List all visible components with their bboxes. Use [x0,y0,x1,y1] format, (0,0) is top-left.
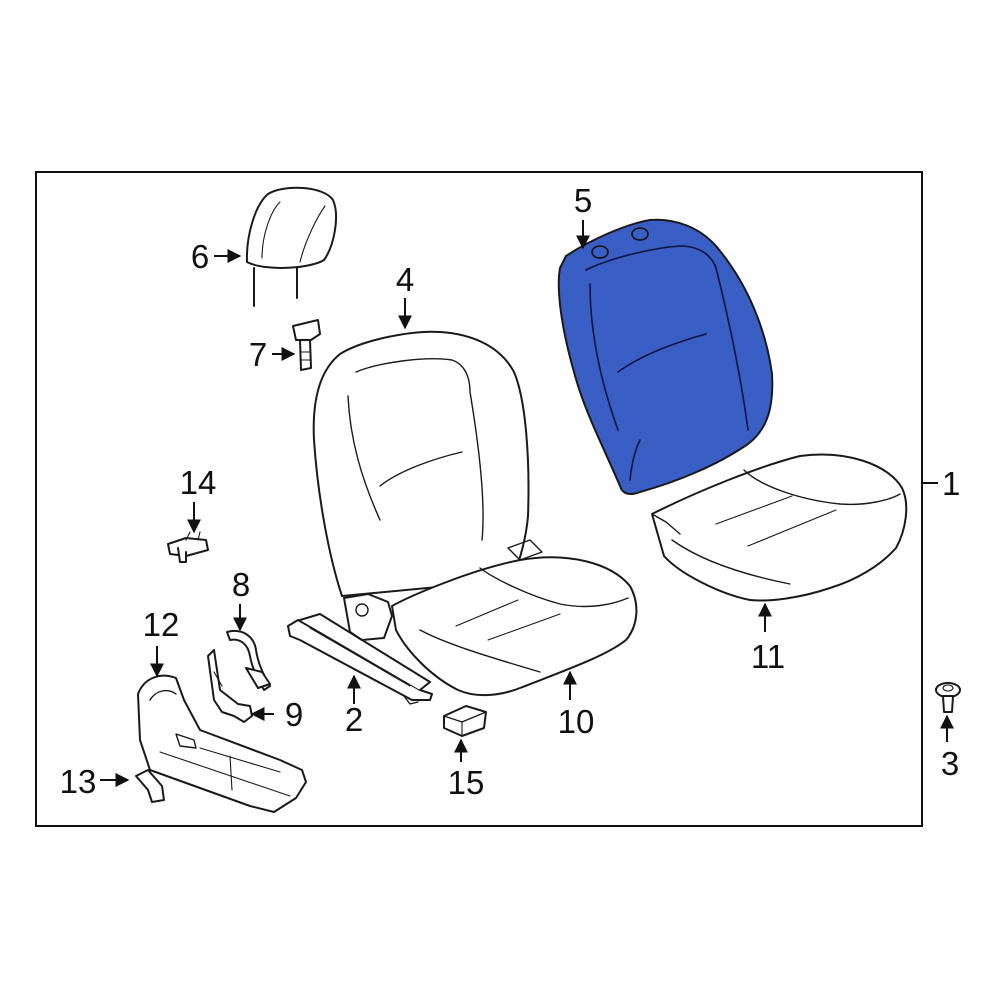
callout-labels: 1 2 3 4 5 6 7 8 9 10 11 12 13 14 15 [60,182,961,801]
callout-1: 1 [942,465,960,502]
callout-6: 6 [191,238,209,275]
cover-clip-part[interactable] [135,769,165,803]
seat-cushion-cover-part[interactable] [651,453,908,602]
callout-13: 13 [60,763,97,800]
callout-7: 7 [249,336,267,373]
callout-11: 11 [751,638,785,675]
seat-track-part[interactable] [287,593,433,705]
trim-bracket-part[interactable] [226,630,271,691]
headrest-hole-right [631,227,649,241]
callout-9: 9 [285,696,303,733]
callout-3: 3 [941,745,959,782]
callout-12: 12 [143,606,180,643]
headrest-part[interactable] [245,186,337,307]
clip-part[interactable] [167,531,209,563]
leader-lines [100,220,954,787]
seat-back-assembly-part[interactable] [312,330,530,597]
side-shield-part[interactable] [137,674,307,813]
control-module-part[interactable] [443,705,487,737]
callout-10: 10 [558,703,595,740]
seat-cushion-assembly-part[interactable] [391,539,638,697]
inner-trim-part[interactable] [207,649,253,723]
seat-back-cover-part[interactable] [557,218,774,495]
callout-8: 8 [232,566,250,603]
callout-4: 4 [396,261,414,298]
callout-15: 15 [448,764,485,801]
callout-5: 5 [574,182,592,219]
assembly-frame [35,171,923,827]
headrest-hole-left [591,245,609,259]
bolt-part[interactable] [935,682,961,713]
callout-14: 14 [180,464,217,501]
callout-2: 2 [345,701,363,738]
headrest-guide-part[interactable] [292,319,321,371]
